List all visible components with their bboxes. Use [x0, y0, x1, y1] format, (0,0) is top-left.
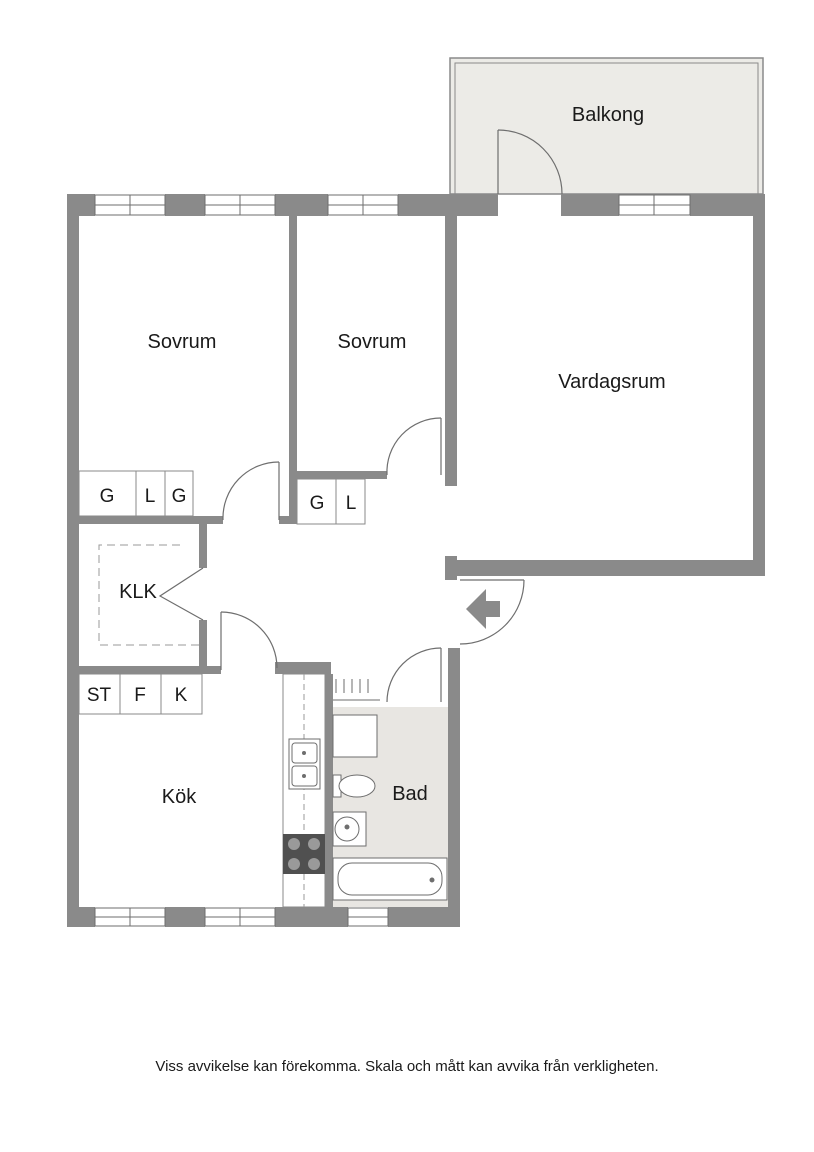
closet-label: F: [134, 685, 146, 706]
closet-label: K: [175, 685, 188, 706]
closet-label: G: [172, 486, 187, 507]
closet-label: ST: [87, 685, 112, 706]
closet-label: L: [145, 486, 156, 507]
closet-label: L: [346, 493, 357, 514]
doors: [158, 129, 563, 703]
room-label-kok: Kök: [162, 786, 197, 808]
balcony: [449, 57, 764, 195]
closet-label: G: [100, 486, 115, 507]
room-label-vardagsrum: Vardagsrum: [558, 371, 665, 393]
windows: [94, 194, 691, 927]
closet-label: G: [310, 493, 325, 514]
walls: [67, 194, 765, 927]
stove-icon: [283, 834, 325, 874]
room-label-sovrum-2: Sovrum: [338, 331, 407, 353]
disclaimer-text: Viss avvikelse kan förekomma. Skala och …: [155, 1058, 659, 1075]
room-label-klk: KLK: [119, 581, 157, 603]
closets: [78, 470, 366, 715]
room-label-bad: Bad: [392, 783, 428, 805]
room-label-sovrum-1: Sovrum: [148, 331, 217, 353]
room-label-balkong: Balkong: [572, 104, 644, 126]
bath-fixtures: [332, 679, 448, 901]
klk-dashed-outline: [98, 544, 199, 646]
entrance-arrow-icon: [466, 589, 500, 629]
